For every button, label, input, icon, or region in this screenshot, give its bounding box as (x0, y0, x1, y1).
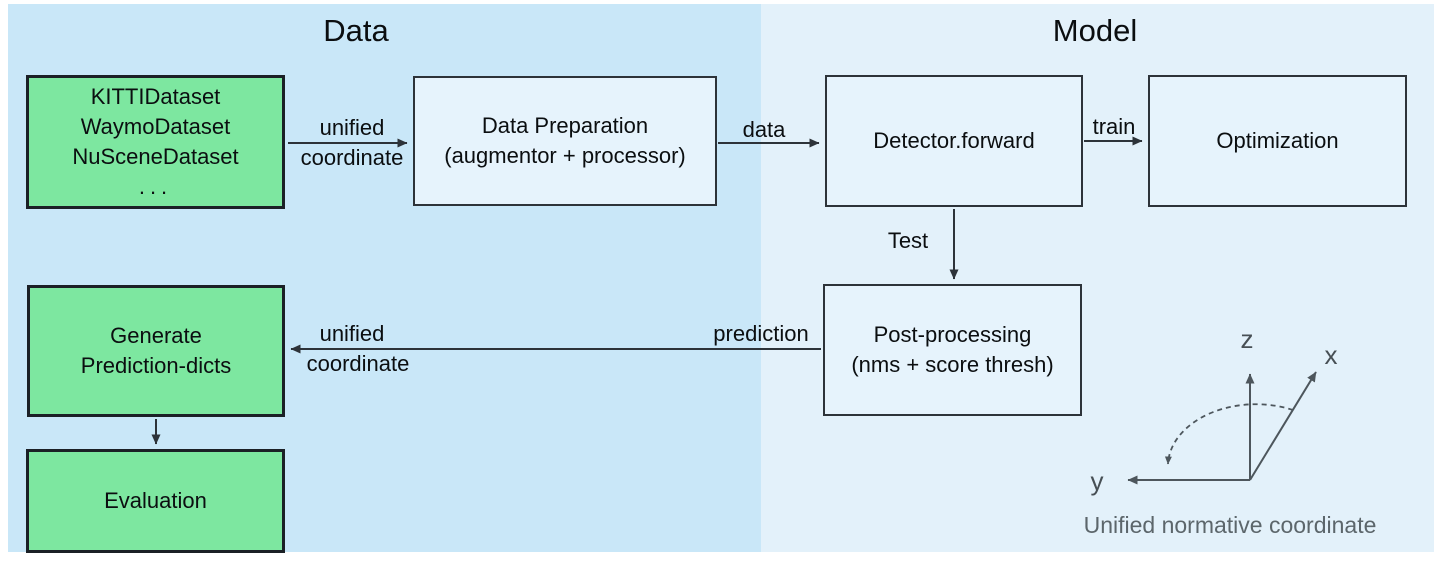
box-line: Optimization (1216, 128, 1339, 153)
x-axis-arrow (1249, 371, 1317, 481)
box-line: NuSceneDataset (72, 144, 239, 169)
post-processing-box: Post-processing (nms + score thresh) (823, 284, 1082, 416)
coordinate-caption: Unified normative coordinate (1083, 512, 1377, 538)
box-line: Prediction-dicts (80, 353, 232, 378)
evaluation-box: Evaluation (26, 449, 285, 553)
model-section-title: Model (1052, 13, 1138, 48)
optimization-box: Optimization (1148, 75, 1407, 207)
edge-label-unified-top: unified (319, 115, 385, 140)
box-line: Evaluation (104, 488, 207, 513)
z-axis-label: z (1240, 324, 1254, 354)
coordinate-axes-icon (1127, 371, 1317, 485)
x-axis-label: x (1324, 340, 1338, 370)
detector-forward-box: Detector.forward (825, 75, 1083, 207)
edge-label-coordinate-bottom: coordinate (306, 351, 410, 376)
datasets-box: KITTIDataset WaymoDataset NuSceneDataset… (26, 75, 285, 209)
edge-label-prediction: prediction (713, 321, 809, 346)
edge-label-train: train (1092, 114, 1136, 139)
box-line: ... (138, 174, 173, 199)
box-line: Post-processing (873, 322, 1032, 347)
generate-prediction-dicts-box: Generate Prediction-dicts (27, 285, 285, 417)
edge-label-coordinate-top: coordinate (300, 145, 404, 170)
box-line: WaymoDataset (80, 114, 231, 139)
edge-label-unified-bottom: unified (319, 321, 385, 346)
edge-label-data: data (742, 117, 786, 142)
box-line: Data Preparation (481, 113, 649, 138)
data-section-title: Data (323, 13, 389, 48)
box-line: (augmentor + processor) (444, 143, 686, 168)
y-axis-label: y (1090, 466, 1104, 496)
box-line: (nms + score thresh) (851, 352, 1054, 377)
box-line: Detector.forward (873, 128, 1035, 153)
box-line: KITTIDataset (90, 84, 221, 109)
data-preparation-box: Data Preparation (augmentor + processor) (413, 76, 717, 206)
box-line: Generate (110, 323, 202, 348)
edge-label-test: Test (887, 228, 929, 253)
rotation-arc (1164, 403, 1294, 465)
